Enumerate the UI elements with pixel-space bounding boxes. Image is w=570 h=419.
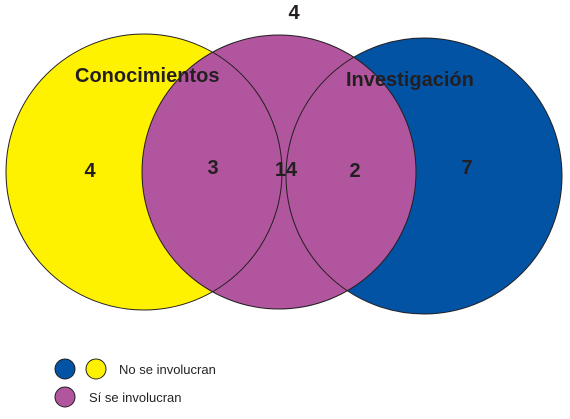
legend-blue-swatch [54,358,76,380]
knowledge-label: Conocimientos [75,65,219,87]
involved-outline [141,34,417,310]
knowledge-involved-value: 3 [207,157,218,179]
legend-yellow-swatch [85,358,107,380]
center-value: 14 [275,159,298,181]
legend-purple-swatch [54,386,76,408]
research-label: Investigación [346,69,474,91]
knowledge-only-value: 4 [84,160,96,182]
legend-not-involved-label: No se involucran [119,362,216,377]
knowledge-outline [5,33,283,311]
research-only-value: 7 [461,157,472,179]
top-value: 4 [288,2,300,24]
research-involved-value: 2 [349,160,360,182]
legend-involved-label: Sí se involucran [89,390,182,405]
legend: No se involucran Sí se involucran [54,358,216,408]
research-outline [285,37,563,315]
involved-circle [142,35,416,309]
